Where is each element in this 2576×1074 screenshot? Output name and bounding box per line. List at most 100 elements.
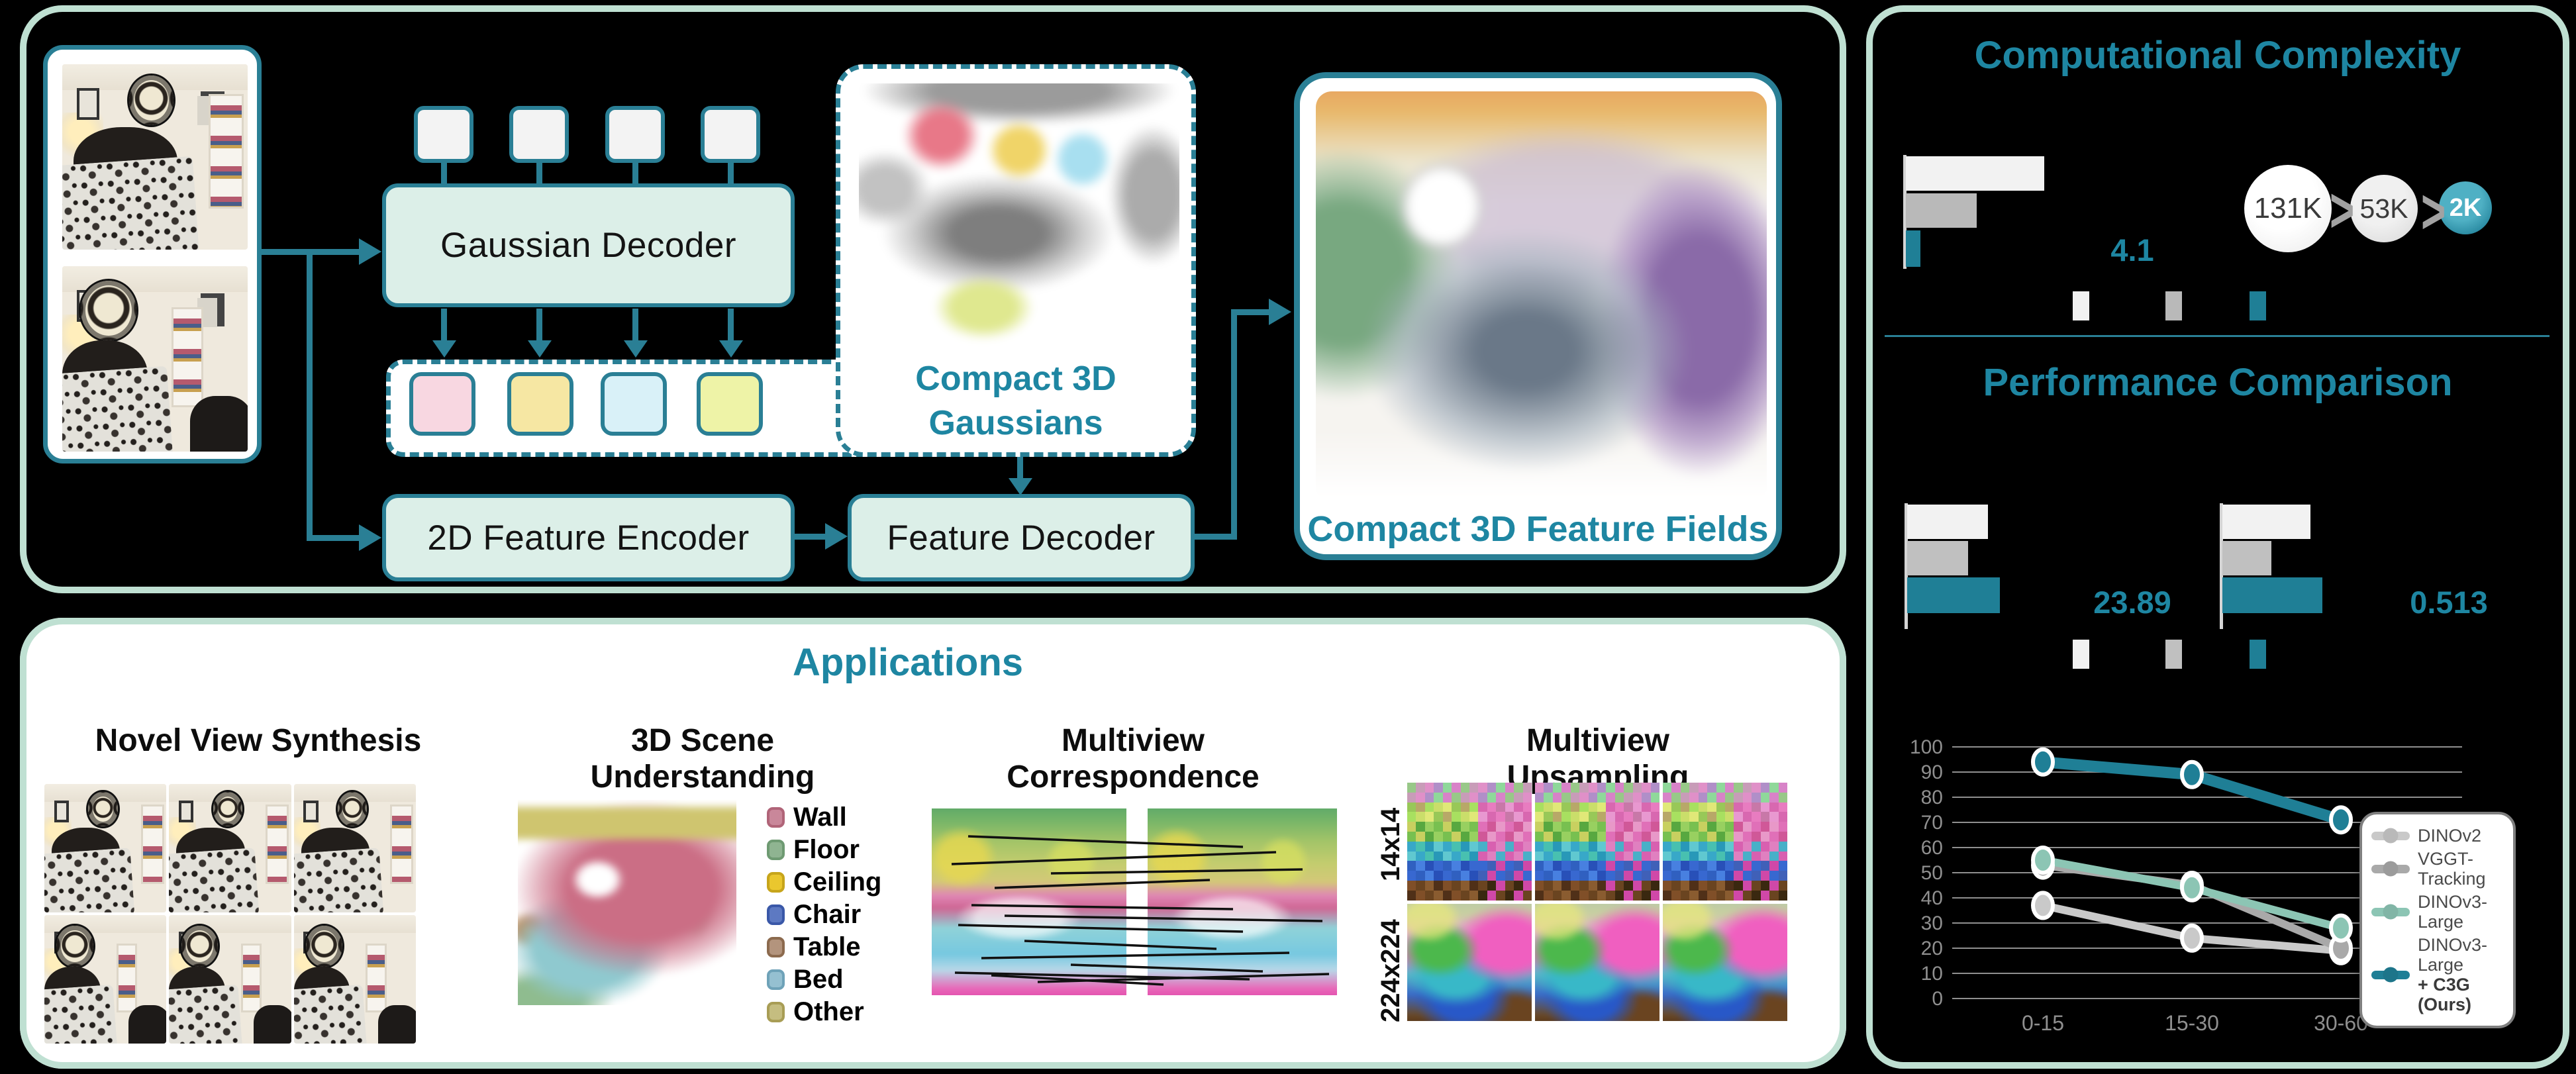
complexity-title: Computational Complexity xyxy=(1974,34,2461,77)
svg-text:0: 0 xyxy=(1932,988,1943,1010)
upsampled-feature-224 xyxy=(1407,903,1532,1021)
segmentation-swatch-floor xyxy=(767,840,785,860)
segmentation-legend-item: Other xyxy=(767,996,881,1028)
novel-view-image xyxy=(44,915,167,1044)
gaussian-decoder-label: Gaussian Decoder xyxy=(440,226,736,265)
novel-view-grid xyxy=(44,784,416,1044)
complexity-axis xyxy=(1903,155,1907,269)
token-stub xyxy=(728,163,734,185)
legend-line-icon xyxy=(2371,967,2410,983)
complexity-bar xyxy=(1906,156,2044,191)
upsampled-feature-224 xyxy=(1663,903,1787,1021)
novel-view-image xyxy=(293,915,416,1044)
decoder-to-fields-line xyxy=(1231,312,1237,540)
correspondence-block xyxy=(932,808,1357,995)
novel-view-image xyxy=(293,784,416,912)
svg-text:60: 60 xyxy=(1921,837,1943,859)
performance-bar xyxy=(1907,541,1968,575)
fields-arrowhead xyxy=(1269,299,1291,325)
segmentation-swatch-ceiling xyxy=(767,872,785,893)
legend-swatch-teal xyxy=(2250,640,2266,669)
chevron-icon: > xyxy=(2330,174,2355,246)
legend-line-icon xyxy=(2371,828,2410,844)
svg-text:15-30: 15-30 xyxy=(2165,1011,2219,1035)
feature-encoder-label: 2D Feature Encoder xyxy=(427,518,750,558)
segmentation-legend-item: Chair xyxy=(767,899,881,931)
legend-swatch-gray xyxy=(2165,640,2182,669)
gaussian-count-circle: 131K xyxy=(2244,165,2332,252)
legend-swatch-white xyxy=(2073,640,2089,669)
upsampled-feature-14 xyxy=(1535,783,1660,901)
token-stub xyxy=(441,163,447,185)
svg-text:50: 50 xyxy=(1921,862,1943,884)
performance-title: Performance Comparison xyxy=(1983,361,2453,404)
input-views-box xyxy=(43,45,262,464)
complexity-value: 4.1 xyxy=(2110,232,2154,268)
section-divider xyxy=(1885,335,2550,337)
upsampling-row-label-14: 14x14 xyxy=(1376,807,1405,881)
svg-text:40: 40 xyxy=(1921,887,1943,909)
section-novel-view-synthesis: Novel View Synthesis xyxy=(95,723,422,758)
upsampled-feature-14 xyxy=(1407,783,1532,901)
segmentation-label: Ceiling xyxy=(793,867,882,897)
upsampling-grid xyxy=(1407,783,1787,1021)
performance-bar-ours xyxy=(1907,577,2000,613)
svg-text:10: 10 xyxy=(1921,963,1943,985)
feature-fields-image xyxy=(1316,91,1767,502)
input-image-2 xyxy=(62,266,248,452)
upsampling-row-label-224: 224x224 xyxy=(1376,919,1405,1022)
section-3d-scene-understanding: 3D Scene Understanding xyxy=(590,723,815,795)
gaussian-square-cyan xyxy=(601,372,667,436)
segmentation-image xyxy=(518,800,736,1005)
svg-text:0-15: 0-15 xyxy=(2022,1011,2064,1035)
compact-gaussians-image xyxy=(859,83,1179,354)
token-square xyxy=(605,106,665,163)
segmentation-label: Chair xyxy=(793,900,862,929)
connector-line xyxy=(307,535,361,541)
svg-text:70: 70 xyxy=(1921,812,1943,834)
segmentation-swatch-other xyxy=(767,1002,785,1022)
svg-text:20: 20 xyxy=(1921,938,1943,959)
legend-series-label: VGGT-Tracking xyxy=(2418,849,2486,889)
decoder-to-fields-line xyxy=(1231,309,1271,315)
legend-series-label: DINOv2 xyxy=(2418,826,2482,846)
section-multiview-correspondence: Multiview Correspondence xyxy=(1007,723,1260,795)
line-chart-legend-item: VGGT-Tracking xyxy=(2371,849,2504,889)
compact-gaussians-label-1: Compact 3D xyxy=(915,360,1116,398)
segmentation-swatch-chair xyxy=(767,904,785,925)
segmentation-legend-item: Floor xyxy=(767,834,881,866)
feature-encoder-box: 2D Feature Encoder xyxy=(382,494,795,581)
novel-view-image xyxy=(169,915,291,1044)
performance-bar xyxy=(2222,541,2271,575)
compact-gaussians-label-2: Gaussians xyxy=(928,404,1103,442)
feature-fields-box: Compact 3D Feature Fields xyxy=(1294,72,1782,560)
performance-axis-1 xyxy=(1905,503,1908,629)
gaussians-to-decoder-arrowhead xyxy=(1009,478,1032,495)
gaussian-square-lime xyxy=(697,372,763,436)
gaussians-to-decoder-line xyxy=(1017,457,1023,479)
svg-text:30: 30 xyxy=(1921,912,1943,934)
applications-panel: Applications Novel View Synthesis 3D Sce… xyxy=(20,618,1846,1069)
decoder-arrow xyxy=(632,309,638,342)
novel-view-image xyxy=(169,784,291,912)
line-chart-legend-item: DINOv3-Large+ C3G (Ours) xyxy=(2371,935,2504,1014)
feature-decoder-label: Feature Decoder xyxy=(887,518,1156,558)
decoder-to-fields-line xyxy=(1195,534,1237,540)
svg-text:100: 100 xyxy=(1910,736,1943,758)
segmentation-label: Floor xyxy=(793,835,860,864)
decoder-arrowhead xyxy=(432,340,456,358)
legend-series-label: DINOv3-Large xyxy=(2418,892,2488,932)
correspondence-lines xyxy=(951,835,1330,986)
segmentation-legend-item: Table xyxy=(767,931,881,963)
decoder-arrowhead xyxy=(528,340,552,358)
segmentation-swatch-wall xyxy=(767,807,785,828)
complexity-bar xyxy=(1906,193,1977,228)
line-chart-legend-item: DINOv2 xyxy=(2371,826,2504,846)
segmentation-label: Bed xyxy=(793,965,844,994)
performance-bar xyxy=(2222,505,2310,539)
